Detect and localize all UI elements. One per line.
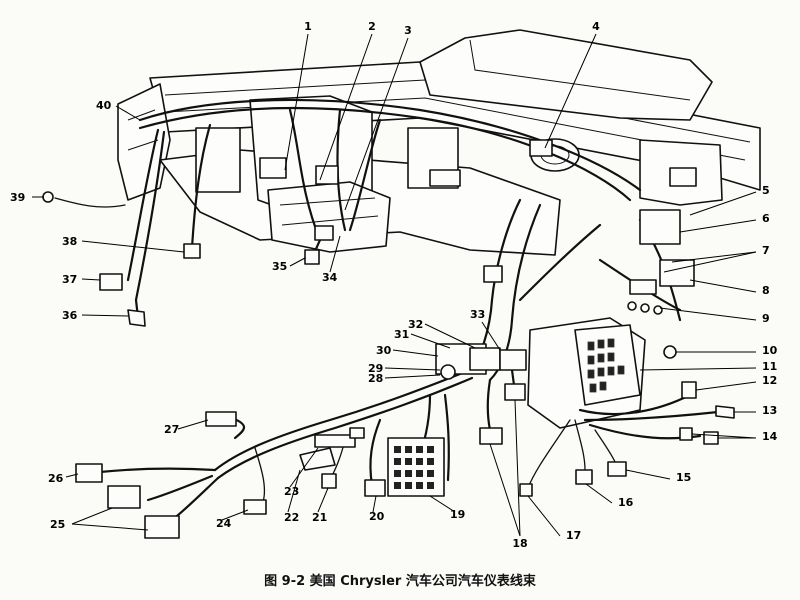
callout-label-26: 26 — [48, 472, 64, 485]
callout-leader-11 — [639, 367, 757, 371]
callout-label-32: 32 — [408, 318, 423, 331]
callout-label-35: 35 — [272, 260, 287, 273]
callout-leader-35 — [289, 257, 306, 267]
callout-leader-2 — [319, 33, 373, 181]
callout-label-25: 25 — [50, 518, 65, 531]
callout-label-23: 23 — [284, 485, 299, 498]
callout-label-33: 33 — [470, 308, 485, 321]
callout-label-19: 19 — [450, 508, 465, 521]
callout-leader-40 — [115, 105, 141, 121]
callout-label-31: 31 — [394, 328, 409, 341]
dashboard-panel — [117, 29, 761, 256]
callout-label-14: 14 — [762, 430, 778, 443]
callout-label-4: 4 — [592, 20, 600, 33]
callout-label-39: 39 — [10, 191, 25, 204]
callout-label-36: 36 — [62, 309, 78, 322]
callout-leader-29 — [384, 367, 441, 371]
callout-label-40: 40 — [96, 99, 112, 112]
callout-leader-30 — [392, 349, 439, 357]
callout-label-17: 17 — [566, 529, 581, 542]
callout-leader-27 — [177, 419, 209, 430]
callout-label-29: 29 — [368, 362, 383, 375]
callout-leader-20 — [372, 495, 377, 513]
callout-leader-37 — [81, 278, 101, 281]
callout-leader-7 — [663, 251, 757, 273]
callout-leader-6 — [679, 219, 757, 233]
callout-label-11: 11 — [762, 360, 777, 373]
callout-leader-26 — [65, 473, 79, 478]
callout-leader-32 — [424, 323, 476, 349]
callout-leader-18 — [489, 443, 521, 537]
callout-label-2: 2 — [368, 20, 376, 33]
callout-label-9: 9 — [762, 312, 770, 325]
wiring-harness — [54, 98, 720, 522]
callout-label-12: 12 — [762, 374, 777, 387]
callout-leader-9 — [659, 307, 757, 321]
callout-label-24: 24 — [216, 517, 232, 530]
callout-label-20: 20 — [369, 510, 385, 523]
callout-label-34: 34 — [322, 271, 338, 284]
callout-label-27: 27 — [164, 423, 179, 436]
callout-label-15: 15 — [676, 471, 691, 484]
callout-leader-18 — [514, 399, 521, 537]
callout-leader-23 — [289, 447, 319, 488]
callout-label-16: 16 — [618, 496, 634, 509]
callout-label-37: 37 — [62, 273, 77, 286]
callout-leader-1 — [284, 33, 309, 171]
callout-leader-25 — [71, 507, 113, 525]
callout-leader-24 — [221, 509, 249, 521]
callout-label-8: 8 — [762, 284, 770, 297]
connectors — [42, 139, 735, 539]
callout-leader-17 — [527, 495, 561, 537]
callout-label-13: 13 — [762, 404, 777, 417]
callout-leader-8 — [689, 279, 757, 293]
callout-leader-16 — [585, 483, 613, 504]
callout-label-28: 28 — [368, 372, 383, 385]
callout-label-21: 21 — [312, 511, 327, 524]
callout-leader-28 — [384, 374, 441, 379]
callout-leader-31 — [410, 333, 451, 349]
callout-leader-34 — [329, 235, 341, 273]
callout-leader-36 — [81, 314, 129, 317]
callout-leader-7 — [671, 251, 757, 263]
callout-label-5: 5 — [762, 184, 770, 197]
callout-label-22: 22 — [284, 511, 299, 524]
callout-leader-14 — [691, 433, 757, 439]
callout-label-3: 3 — [404, 24, 412, 37]
callout-leader-4 — [544, 33, 597, 149]
callout-label-10: 10 — [762, 344, 778, 357]
callout-leader-21 — [317, 487, 329, 513]
callout-label-18: 18 — [512, 537, 527, 550]
callout-label-38: 38 — [62, 235, 77, 248]
fuse-block — [527, 317, 646, 429]
callout-leader-33 — [481, 321, 501, 351]
callout-label-7: 7 — [762, 244, 770, 257]
callout-leader-12 — [695, 381, 757, 391]
figure-caption: 图 9-2 美国 Chrysler 汽车公司汽车仪表线束 — [264, 574, 536, 589]
callout-label-1: 1 — [304, 20, 312, 33]
callout-label-30: 30 — [376, 344, 392, 357]
callout-leader-19 — [429, 495, 456, 513]
callout-label-6: 6 — [762, 212, 770, 225]
callout-leader-5 — [689, 191, 757, 216]
callout-leader-15 — [625, 469, 671, 480]
callout-leader-22 — [287, 469, 301, 513]
callout-leader-38 — [81, 240, 185, 253]
callout-leaders — [32, 33, 757, 537]
callout-leader-3 — [344, 37, 409, 211]
callout-leader-25 — [71, 523, 149, 531]
